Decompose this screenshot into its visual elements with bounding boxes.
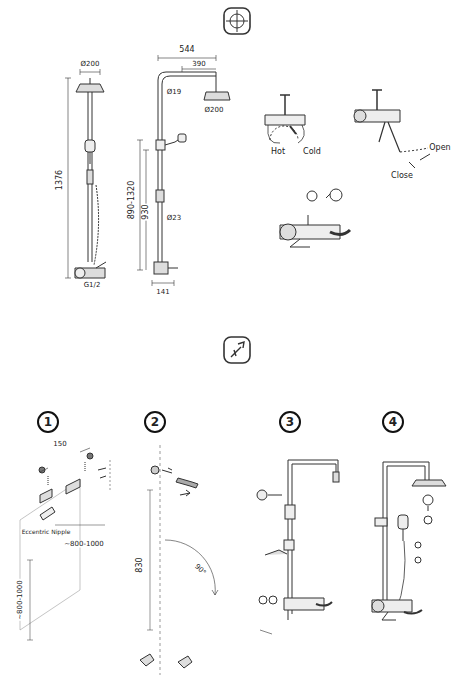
step-number-circle: 1 [37,411,59,433]
dimension-label: 830 [136,556,144,573]
dimension-label: Ø23 [166,215,182,222]
dimension-label: G1/2 [83,282,102,289]
dimension-label: Ø200 [80,61,101,68]
dimension-label: Ø19 [166,89,182,96]
dimension-label: Hot [270,148,286,156]
step-number: 1 [44,415,52,429]
dimension-label: ~800-1000 [17,579,24,621]
step-number-circle: 3 [279,411,301,433]
step-number-circle: 4 [382,411,404,433]
dimension-label: 390 [191,61,206,68]
dimension-label: 141 [155,289,170,296]
dimension-label: Ø200 [204,107,225,114]
dimension-label: 150 [52,441,67,448]
dimension-label: 930 [142,203,150,220]
dimension-label: 544 [178,46,195,54]
dimension-label: 890-1320 [128,180,136,221]
dimension-label: Open [428,144,451,152]
dimension-label: 1376 [56,169,64,191]
step-number: 2 [151,415,159,429]
dimension-label: 90° [192,562,207,577]
dimension-label: Eccentric Nipple [21,529,72,535]
dimension-label: Close [390,172,414,180]
dimension-label: ~800-1000 [63,541,105,548]
step-number: 3 [286,415,294,429]
step-number-circle: 2 [144,411,166,433]
step-number: 4 [389,415,397,429]
dimension-label: Cold [302,148,322,156]
